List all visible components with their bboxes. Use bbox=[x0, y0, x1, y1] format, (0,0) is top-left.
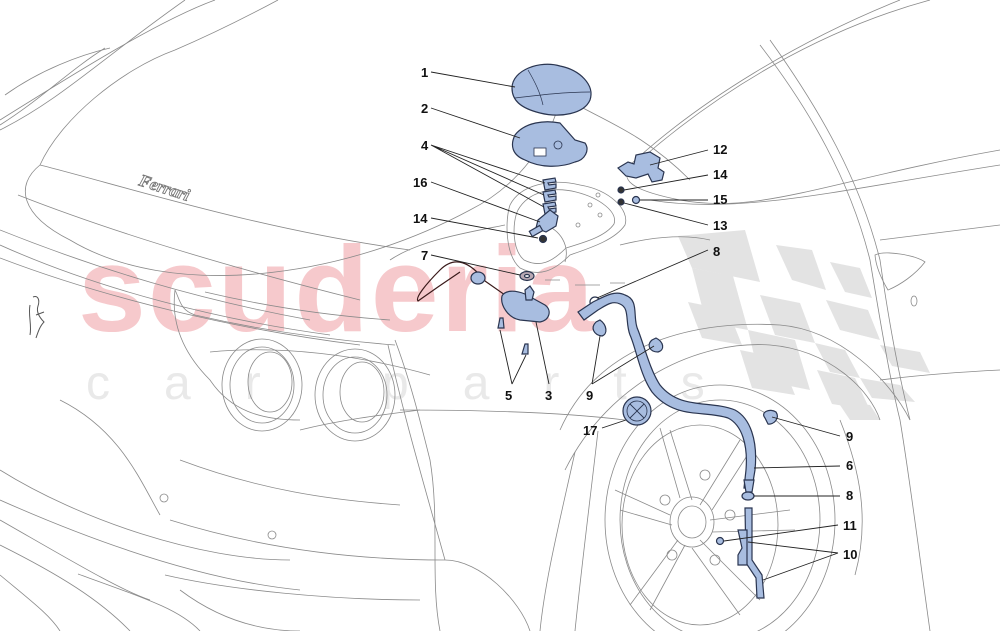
part-7-grommet bbox=[470, 271, 486, 285]
callout-10: 10 bbox=[843, 547, 858, 562]
ferrari-script-badge: Ferrari bbox=[135, 170, 192, 205]
part-13-nut bbox=[617, 198, 625, 206]
prancing-horse-emblem bbox=[28, 296, 45, 339]
callout-leader-lines bbox=[430, 71, 841, 581]
callout-7: 7 bbox=[421, 248, 429, 263]
watermark-car-parts: car parts bbox=[86, 357, 759, 410]
callout-5: 5 bbox=[505, 388, 513, 403]
callout-11: 11 bbox=[843, 518, 857, 533]
part-3-flap-release-actuator bbox=[501, 290, 550, 323]
part-10-filler-neck-pipe bbox=[744, 507, 765, 599]
part-4-spring-clip bbox=[542, 177, 557, 191]
callout-14: 14 bbox=[413, 211, 428, 226]
part-1-fuel-flap-cover bbox=[511, 63, 592, 116]
part-9-hose-clip bbox=[763, 409, 778, 425]
part-5-screw bbox=[497, 317, 505, 329]
part-4-spring-clip bbox=[542, 189, 557, 203]
callout-12: 12 bbox=[713, 142, 728, 157]
part-9-hose-clip bbox=[592, 319, 607, 337]
parts-layer bbox=[416, 63, 778, 599]
part-15-washer bbox=[631, 195, 641, 205]
part-14-nut bbox=[538, 234, 548, 244]
part-7-tether-cable bbox=[416, 261, 516, 303]
callout-8: 8 bbox=[713, 244, 721, 259]
part-9-hose-clip bbox=[648, 337, 664, 353]
callout-1: 1 bbox=[421, 65, 429, 80]
callout-14: 14 bbox=[713, 167, 728, 182]
callout-17: 17 bbox=[583, 423, 598, 438]
callout-13: 13 bbox=[713, 218, 728, 233]
callout-4: 4 bbox=[421, 138, 429, 153]
part-8-hose-clamp bbox=[741, 491, 755, 501]
callout-6: 6 bbox=[846, 458, 854, 473]
part-5-screw bbox=[521, 343, 529, 355]
part-14-nut bbox=[617, 186, 625, 194]
part-12-flap-hinge bbox=[617, 151, 665, 183]
watermark-scuderia: scuderia bbox=[78, 221, 596, 357]
checkered-flag-watermark bbox=[678, 230, 930, 420]
callout-16: 16 bbox=[413, 175, 428, 190]
part-11-push-fastener bbox=[715, 536, 725, 546]
callout-2: 2 bbox=[421, 101, 429, 116]
callout-9: 9 bbox=[586, 388, 594, 403]
callout-9: 9 bbox=[846, 429, 854, 444]
callout-8: 8 bbox=[846, 488, 854, 503]
callout-15: 15 bbox=[713, 192, 728, 207]
part-2-fuel-flap-inner-panel bbox=[511, 121, 588, 167]
svg-text:Ferrari: Ferrari bbox=[136, 170, 192, 205]
callout-3: 3 bbox=[545, 388, 553, 403]
